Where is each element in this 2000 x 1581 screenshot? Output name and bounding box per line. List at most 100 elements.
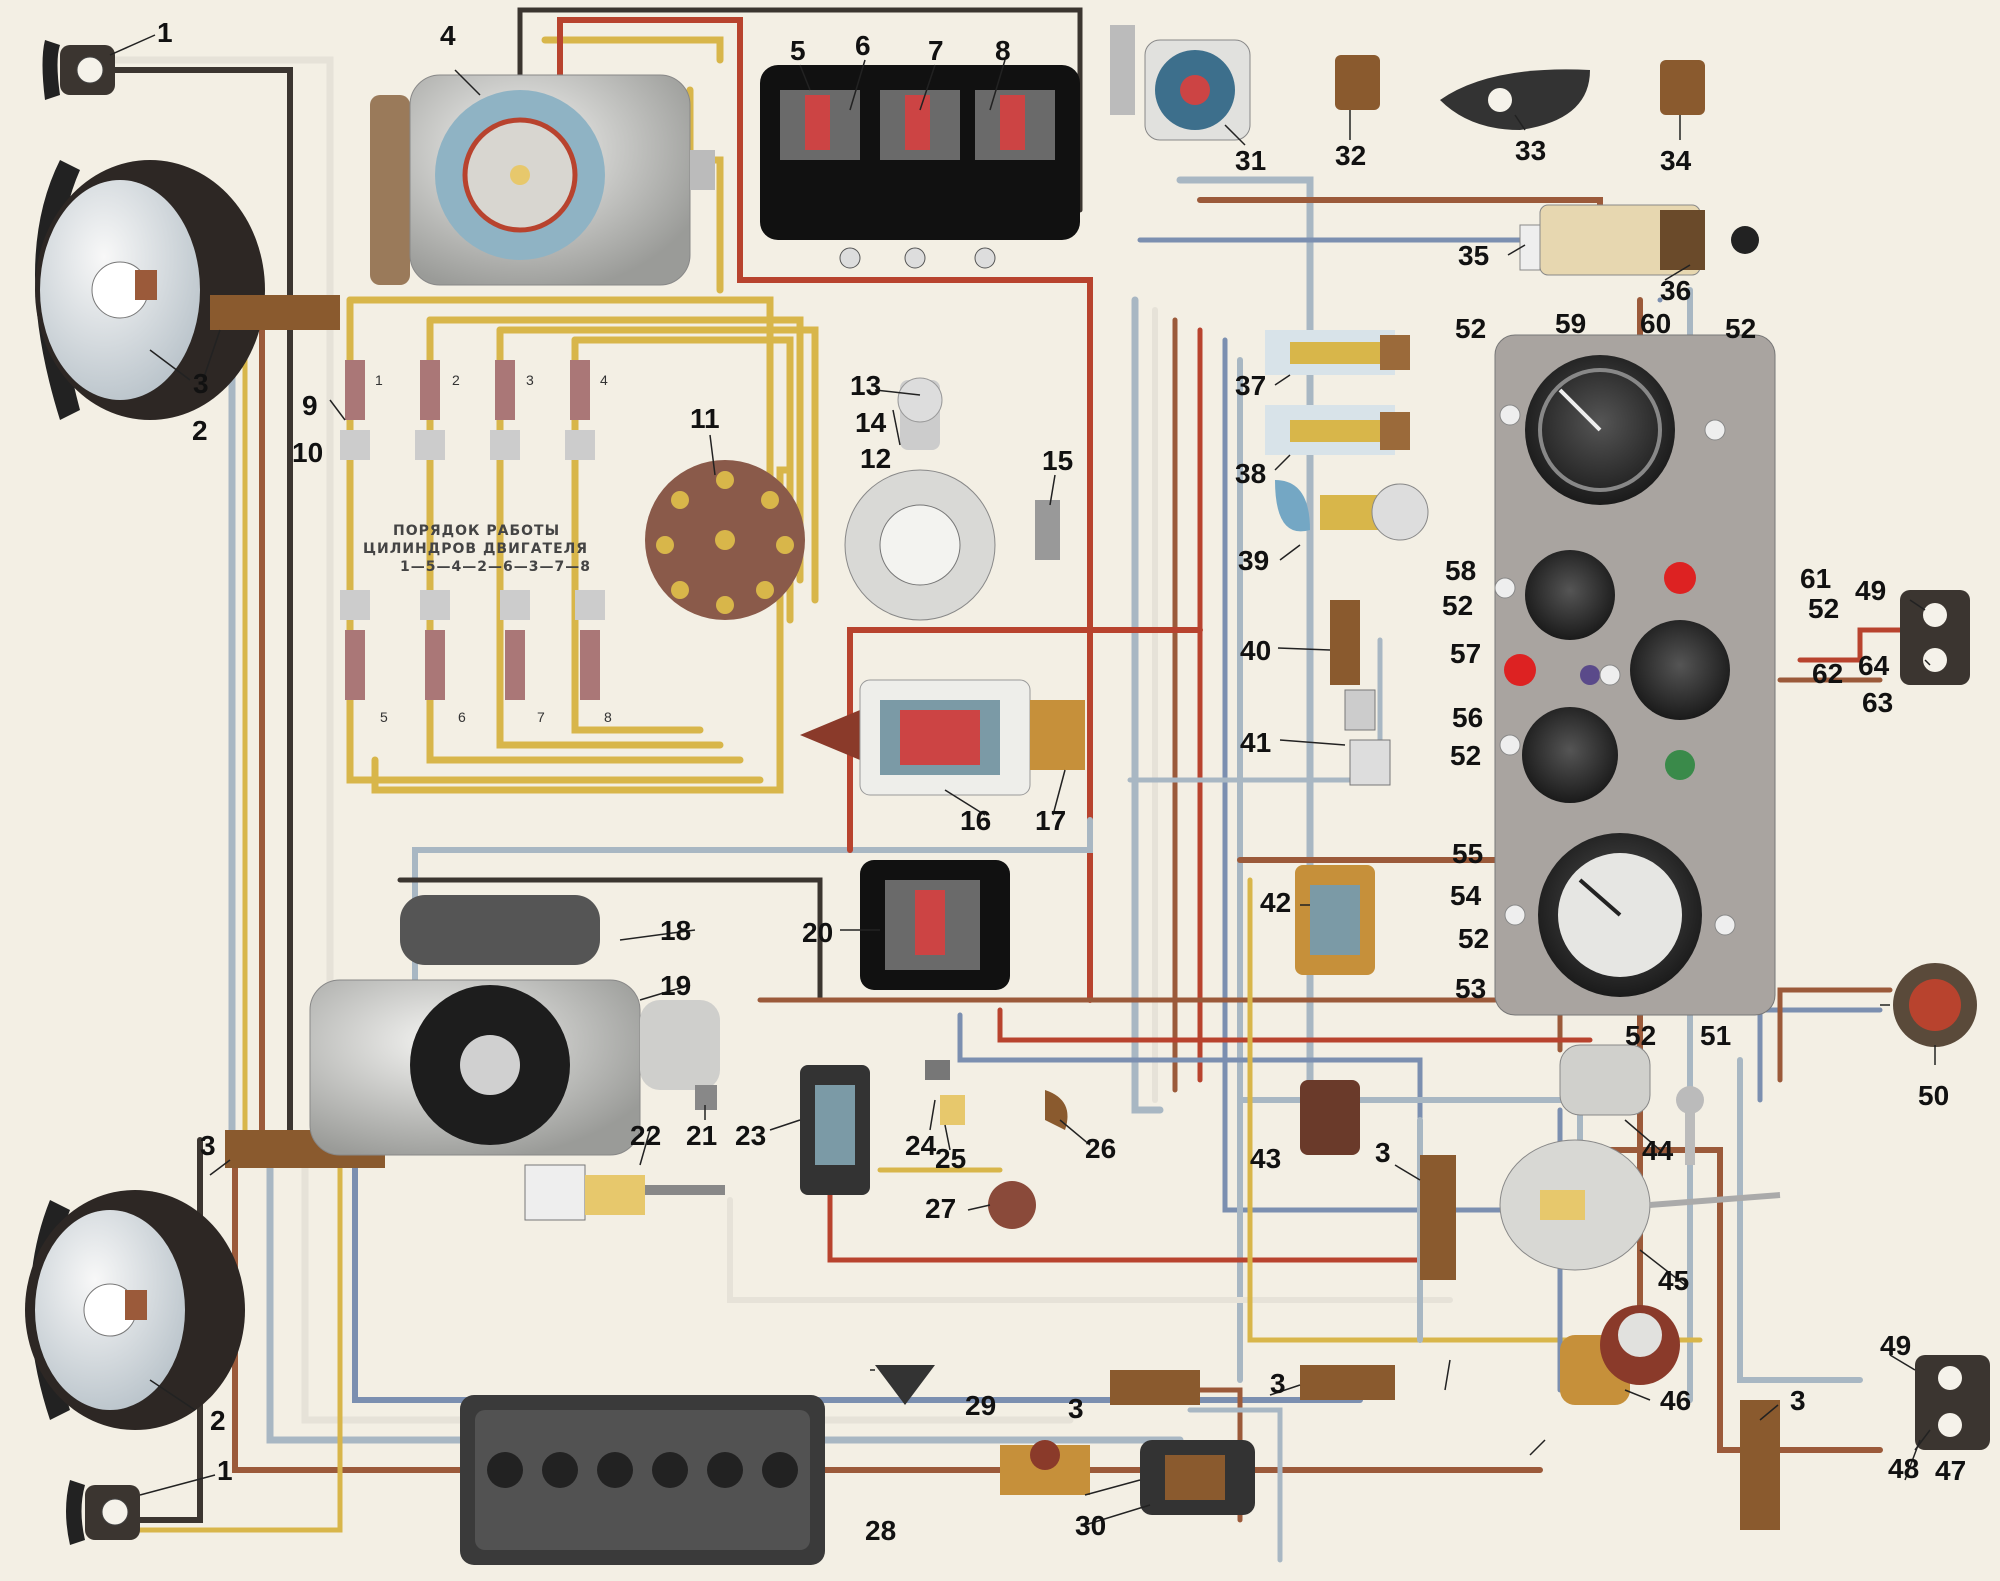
plug-number: 6 [458,709,466,725]
low-pressure-sensor [925,1060,1068,1130]
label-49: 49 [1880,1330,1911,1361]
label-34: 34 [1660,145,1692,176]
junction-block [210,295,340,330]
label-9: 9 [302,390,318,421]
label-30: 30 [1075,1510,1106,1541]
label-52: 52 [1458,923,1489,954]
label-50: 50 [1918,1080,1949,1111]
label-16: 16 [960,805,991,836]
wiper-motor [1110,25,1251,141]
label-19: 19 [660,970,691,1001]
label-41: 41 [1240,727,1271,758]
label-58: 58 [1445,555,1476,586]
ignition-distributor [844,377,1060,621]
starter-relay [860,860,1010,990]
horn [1140,1440,1255,1515]
label-11: 11 [690,403,720,434]
label-3: 3 [1068,1393,1084,1424]
label-46: 46 [1660,1385,1691,1416]
label-33: 33 [1515,135,1546,166]
component-labels: 1 1 2 2 3 3 3 3 3 3 4 5 6 7 8 9 10 11 12… [157,17,1966,1546]
label-48: 48 [1888,1453,1919,1484]
tail-lamp-upper [1900,590,1970,685]
label-52: 52 [1455,313,1486,344]
label-27: 27 [925,1193,956,1224]
label-29: 29 [965,1390,996,1421]
label-40: 40 [1240,635,1271,666]
plug-number: 5 [380,709,388,725]
ignition-switch [1559,1044,1704,1165]
plug-number: 7 [537,709,545,725]
parking-lamp-rear-left [66,1480,140,1545]
label-1: 1 [157,17,173,48]
label-52: 52 [1625,1020,1656,1051]
label-60: 60 [1640,308,1671,339]
temperature-sensor [1265,330,1410,375]
label-28: 28 [865,1515,896,1546]
label-32: 32 [1335,140,1366,171]
spark-plug-numbers: 1 2 3 4 5 6 7 8 [375,372,612,725]
firing-order-caption: ПОРЯДОК РАБОТЫ ЦИЛИНДРОВ ДВИГАТЕЛЯ 1—5—4… [363,523,591,575]
junction-block [1110,1370,1200,1405]
plug-number: 2 [452,372,460,388]
starter-terminal [695,1085,717,1110]
label-64: 64 [1858,650,1890,681]
plug-number: 8 [604,709,612,725]
trailer-socket [1893,963,1977,1047]
label-51: 51 [1700,1020,1731,1051]
label-26: 26 [1085,1133,1116,1164]
headlamp-upper [35,160,265,420]
label-2: 2 [192,415,208,446]
plug-number: 4 [600,372,608,388]
label-4: 4 [440,20,456,51]
label-45: 45 [1658,1265,1689,1296]
voltage-regulator [760,65,1080,269]
firing-order-title-1: ПОРЯДОК РАБОТЫ [393,523,560,539]
light-switch [1519,204,1759,276]
stop-light-switch [524,1164,725,1221]
distributor-cap [645,460,805,620]
label-3: 3 [1375,1137,1391,1168]
thermal-fuse [1330,600,1391,786]
label-21: 21 [686,1120,717,1151]
label-53: 53 [1455,973,1486,1004]
interior-lamp-switch [1660,60,1705,115]
label-35: 35 [1458,240,1489,271]
label-37: 37 [1235,370,1266,401]
spark-plugs-top [340,360,595,460]
turn-signal-relay [800,1065,870,1195]
interior-lamp [1440,69,1590,130]
label-6: 6 [855,30,871,61]
label-3: 3 [193,368,209,399]
generator [370,74,715,286]
ignition-wires [346,36,819,794]
label-39: 39 [1238,545,1269,576]
label-12: 12 [860,443,891,474]
label-52: 52 [1725,313,1756,344]
label-31: 31 [1235,145,1266,176]
label-57: 57 [1450,638,1481,669]
turn-signal-switch [1499,1139,1781,1271]
wiper-switch [1335,55,1380,110]
label-59: 59 [1555,308,1586,339]
label-20: 20 [802,917,833,948]
label-13: 13 [850,370,881,401]
label-54: 54 [1450,880,1482,911]
horn-relay [1295,865,1375,975]
label-10: 10 [292,437,323,468]
leader-lines [109,34,1936,1526]
label-3: 3 [200,1130,216,1161]
battery [460,1395,825,1565]
label-15: 15 [1042,445,1073,476]
label-44: 44 [1642,1135,1674,1166]
label-38: 38 [1235,458,1266,489]
firing-order-sequence: 1—5—4—2—6—3—7—8 [400,559,591,575]
ignition-coil [800,679,1085,796]
label-2: 2 [210,1405,226,1436]
label-3: 3 [1270,1368,1286,1399]
label-52: 52 [1808,593,1839,624]
label-47: 47 [1935,1455,1966,1486]
label-3: 3 [1790,1385,1806,1416]
